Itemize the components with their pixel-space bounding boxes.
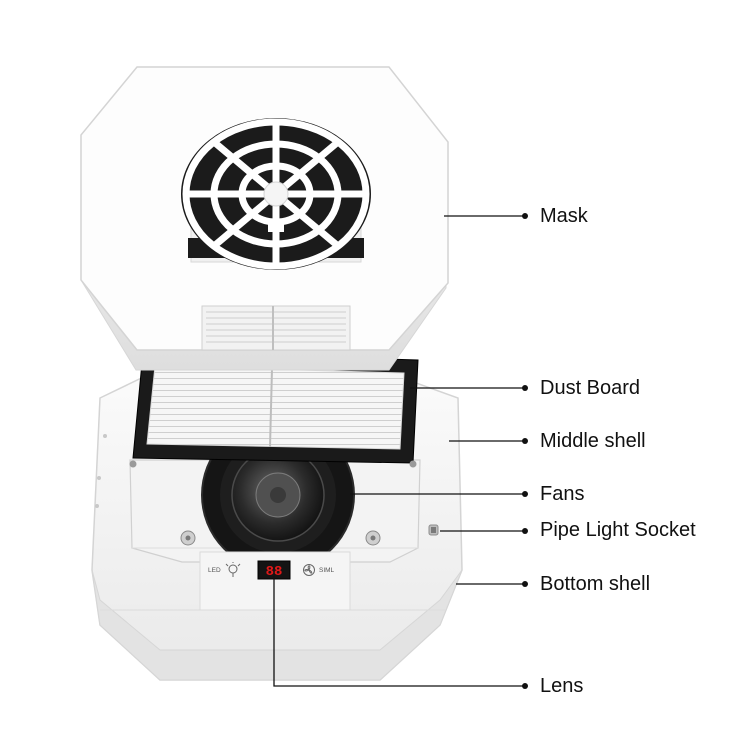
mask [80,66,449,371]
label-middle-shell: Middle shell [540,430,646,452]
bulb-icon [225,562,241,577]
leader-pipe-light-socket [440,528,528,534]
label-mask: Mask [540,205,588,227]
control-panel: LED 88 SIML [199,551,351,611]
led-label: LED [208,567,221,574]
label-lens: Lens [540,675,584,697]
label-fans: Fans [540,483,585,505]
screw [129,460,137,468]
dust-board [129,351,419,468]
screw [365,530,381,546]
leader-lines [273,213,528,689]
side-rivet [95,504,99,508]
leader-dust-board [410,385,528,391]
screw [409,460,417,468]
side-rivet [103,434,107,438]
label-bottom-shell: Bottom shell [540,573,651,595]
leader-lens [273,576,528,689]
display-digits: 88 [266,564,283,580]
leader-mask [444,213,528,219]
leader-bottom-shell [456,581,528,587]
label-dust-board: Dust Board [540,377,641,399]
pipe-light-socket [428,524,439,536]
leader-fans [350,491,528,497]
label-pipe-light-socket: Pipe Light Socket [540,519,696,541]
mask-grille [181,118,371,270]
fan-label: SIML [319,567,335,574]
screw [180,530,196,546]
mask-vent-window [201,305,351,351]
leader-middle-shell [449,438,528,444]
fan-symbol-icon [303,564,315,576]
lens-display: 88 [257,560,291,580]
side-rivet [97,476,101,480]
